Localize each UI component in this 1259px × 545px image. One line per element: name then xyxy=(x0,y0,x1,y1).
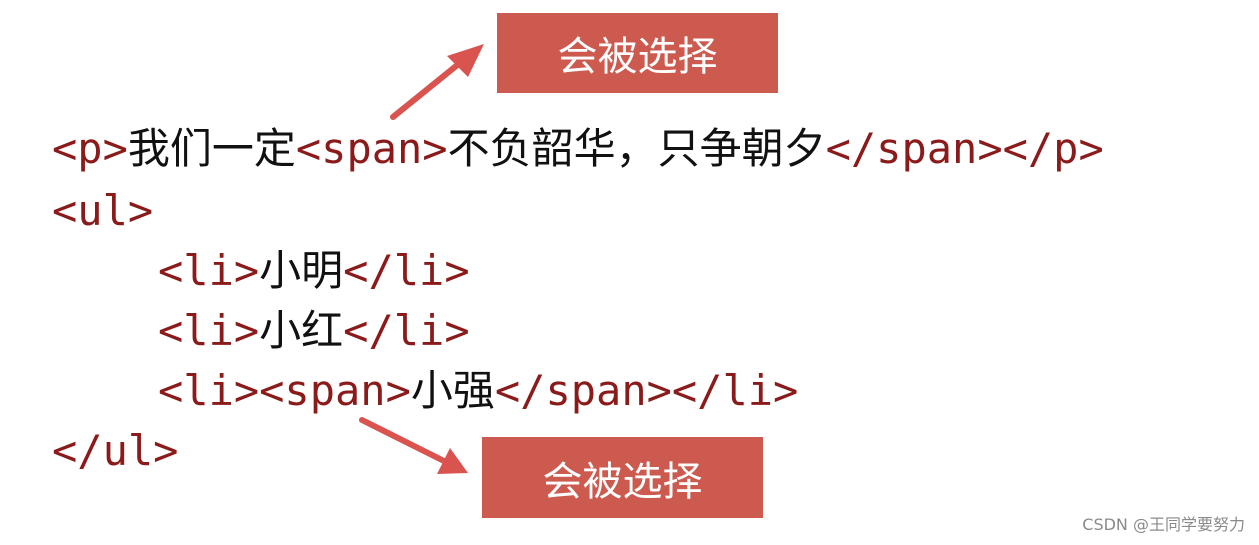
content-text: 小明 xyxy=(259,246,344,295)
code-line-p: <p>我们一定<span>不负韶华，只争朝夕</span></p> xyxy=(52,128,1104,170)
code-line-li-3: <li><span>小强</span></li> xyxy=(158,370,798,412)
code-line-li-2: <li>小红</li> xyxy=(158,310,470,352)
html-tag-token: <li> xyxy=(158,306,260,355)
content-text: 不负韶华，只争朝夕 xyxy=(447,124,826,173)
callout-top-label: 会被选择 xyxy=(497,13,778,93)
html-tag-token: </span></li> xyxy=(494,366,799,415)
html-tag-token: </ul> xyxy=(52,426,179,475)
code-line-ul-close: </ul> xyxy=(52,430,178,472)
code-line-ul-open: <ul> xyxy=(52,190,153,232)
callout-bottom-label: 会被选择 xyxy=(482,437,763,518)
code-line-li-1: <li>小明</li> xyxy=(158,250,470,292)
html-tag-token: <li> xyxy=(158,246,260,295)
html-tag-token: <ul> xyxy=(52,186,154,235)
html-tag-token: <span> xyxy=(295,124,448,173)
html-tag-token: <p> xyxy=(52,124,128,173)
html-tag-token: </li> xyxy=(343,246,470,295)
content-text: 小强 xyxy=(410,366,495,415)
callout-top-text: 会被选择 xyxy=(557,34,718,80)
watermark: CSDN @王同学要努力 xyxy=(1082,515,1245,534)
html-tag-token: </span></p> xyxy=(825,124,1104,173)
html-tag-token: <li><span> xyxy=(158,366,411,415)
content-text: 小红 xyxy=(259,306,344,355)
arrow-bottom-icon xyxy=(359,417,468,474)
html-tag-token: </li> xyxy=(343,306,470,355)
content-text: 我们一定 xyxy=(127,124,296,173)
arrow-top-icon xyxy=(390,44,484,120)
callout-bottom-text: 会被选择 xyxy=(542,458,703,505)
